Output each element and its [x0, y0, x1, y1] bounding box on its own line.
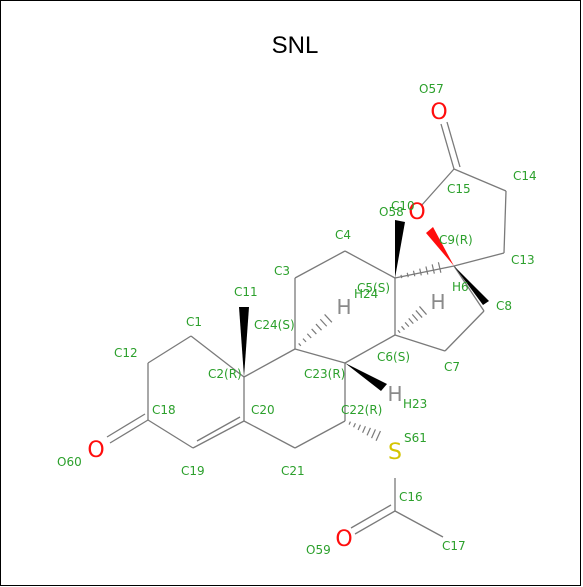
atom-label: C15 [447, 182, 471, 196]
atom-label: H6 [452, 280, 469, 294]
atom-label: C12 [114, 346, 138, 360]
atom-label: H24 [354, 287, 378, 301]
oxygen-carbonyl-top-glyph: O [430, 100, 447, 125]
element-glyphs: O O O O S H H H [87, 100, 447, 552]
atom-label: H23 [403, 397, 427, 411]
atom-label: O57 [419, 82, 444, 96]
atom-label: C5(S) [357, 281, 390, 295]
atom-label: C16 [399, 490, 423, 504]
atom-label: C14 [513, 169, 537, 183]
atom-label: C21 [281, 464, 305, 478]
atom-label: C11 [234, 285, 258, 299]
atom-label: O60 [57, 455, 82, 469]
oxygen-left-glyph: O [87, 438, 104, 463]
sulfur-glyph: S [388, 440, 402, 465]
atom-label: C17 [442, 539, 466, 553]
bond-lines [106, 121, 507, 538]
atom-label: C7 [444, 360, 460, 374]
hydrogen-c5-glyph: H [336, 295, 351, 319]
atom-label: C24(S) [254, 318, 295, 332]
atom-label: C9(R) [439, 233, 473, 247]
atom-label: S61 [404, 431, 427, 445]
oxygen-thioester-glyph: O [335, 527, 352, 552]
molecule-title: SNL [272, 32, 319, 59]
hydrogen-c23-glyph: H [387, 382, 402, 406]
oxygen-ring-glyph: O [408, 200, 425, 225]
atom-label: C23(R) [304, 367, 345, 381]
stereo-hashes [298, 262, 442, 442]
atom-label: C4 [335, 228, 351, 242]
hydrogen-c6-glyph: H [430, 290, 445, 314]
atom-label: C6(S) [377, 350, 410, 364]
atom-labels: O57 C15 C14 C10 O58 C9(R) C13 C4 C3 C5(S… [57, 82, 537, 557]
atom-label: C18 [152, 403, 176, 417]
atom-label: C3 [274, 264, 290, 278]
stereo-wedges [239, 220, 489, 391]
atom-label: C22(R) [341, 403, 382, 417]
atom-label: C10 [391, 199, 415, 213]
atom-label: O59 [306, 543, 331, 557]
atom-label: C1 [186, 315, 202, 329]
atom-label: C8 [496, 299, 512, 313]
atom-label: C13 [511, 253, 535, 267]
atom-label: C2(R) [208, 367, 242, 381]
atom-label: C19 [181, 464, 205, 478]
atom-label: O58 [379, 205, 404, 219]
atom-label: C20 [251, 403, 275, 417]
